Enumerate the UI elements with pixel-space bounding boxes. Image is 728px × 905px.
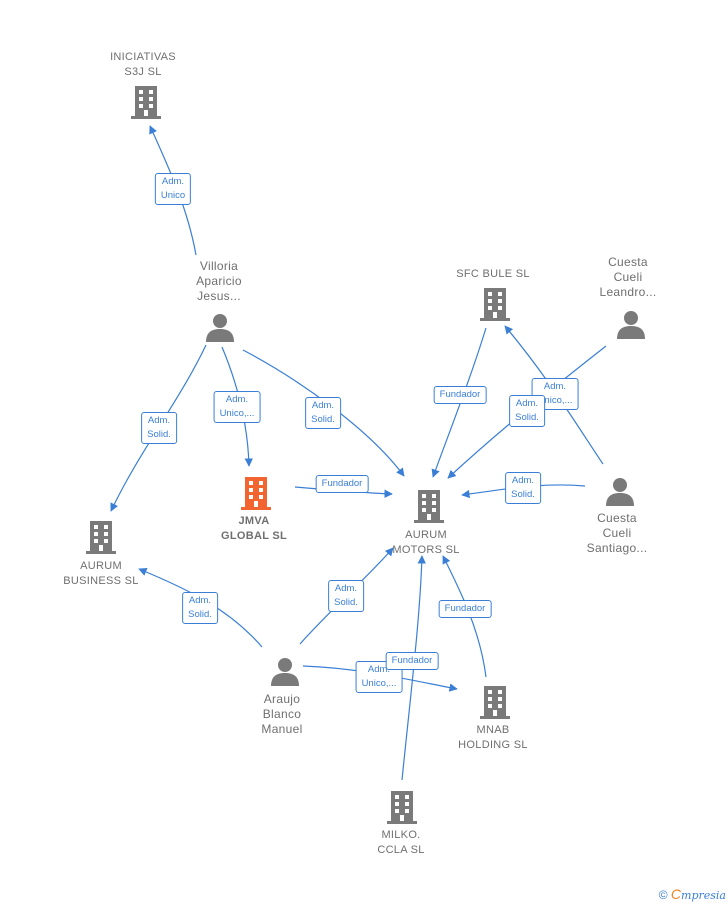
node-iniciativas-s3j[interactable]: INICIATIVAS S3J SL — [110, 51, 176, 78]
edge-label-mnab-motors: Fundador — [438, 600, 492, 618]
person-icon — [271, 658, 299, 686]
edge-label-jmva-motors: Fundador — [315, 475, 369, 493]
edge-label-villoria-business: Adm. Solid. — [141, 412, 177, 444]
building-icon — [86, 521, 116, 554]
node-cuesta-santiago[interactable]: Cuesta Cueli Santiago... — [586, 511, 648, 555]
copyright-icon: © — [658, 888, 668, 902]
node-aurum-motors[interactable]: AURUM MOTORS SL — [392, 529, 460, 556]
edge-sfc-motors — [431, 327, 487, 478]
edge-label-milko-motors: Fundador — [385, 652, 439, 670]
node-araujo-blanco[interactable]: Araujo Blanco Manuel — [261, 692, 303, 736]
person-icon — [206, 314, 234, 342]
node-milko-ccla[interactable]: MILKO. CCLA SL — [377, 829, 425, 856]
building-icon — [480, 288, 510, 321]
building-icon — [241, 477, 271, 510]
edge-label-villoria-iniciativas: Adm. Unico — [154, 173, 192, 205]
node-jmva-global[interactable]: JMVA GLOBAL SL — [220, 515, 288, 542]
node-aurum-business[interactable]: AURUM BUSINESS SL — [63, 560, 139, 587]
edge-label-leandro-motors: Adm. Solid. — [509, 395, 545, 427]
building-icon — [480, 686, 510, 719]
brand-name: mpresia — [681, 889, 726, 902]
building-icon — [414, 490, 444, 523]
building-icon — [387, 791, 417, 824]
empresia-logo[interactable]: © Cmpresia — [659, 886, 726, 902]
building-icon — [131, 86, 161, 119]
edge-label-araujo-business: Adm. Solid. — [182, 592, 218, 624]
brand-initial: C — [670, 886, 682, 902]
node-cuesta-leandro[interactable]: Cuesta Cueli Leandro... — [599, 255, 657, 299]
node-mnab-holding[interactable]: MNAB HOLDING SL — [458, 724, 528, 751]
person-icon — [617, 311, 645, 339]
node-sfc-bule[interactable]: SFC BULE SL — [456, 268, 530, 280]
person-icon — [606, 478, 634, 506]
edge-label-sfc-motors: Fundador — [433, 386, 487, 404]
edge-label-villoria-jmva: Adm. Unico,... — [213, 391, 261, 423]
edge-label-santiago-motors: Adm. Solid. — [505, 472, 541, 504]
edge-label-araujo-motors: Adm. Solid. — [328, 580, 364, 612]
edge-label-villoria-motors: Adm. Solid. — [305, 397, 341, 429]
node-villoria-aparicio[interactable]: Villoria Aparicio Jesus... — [196, 259, 242, 303]
